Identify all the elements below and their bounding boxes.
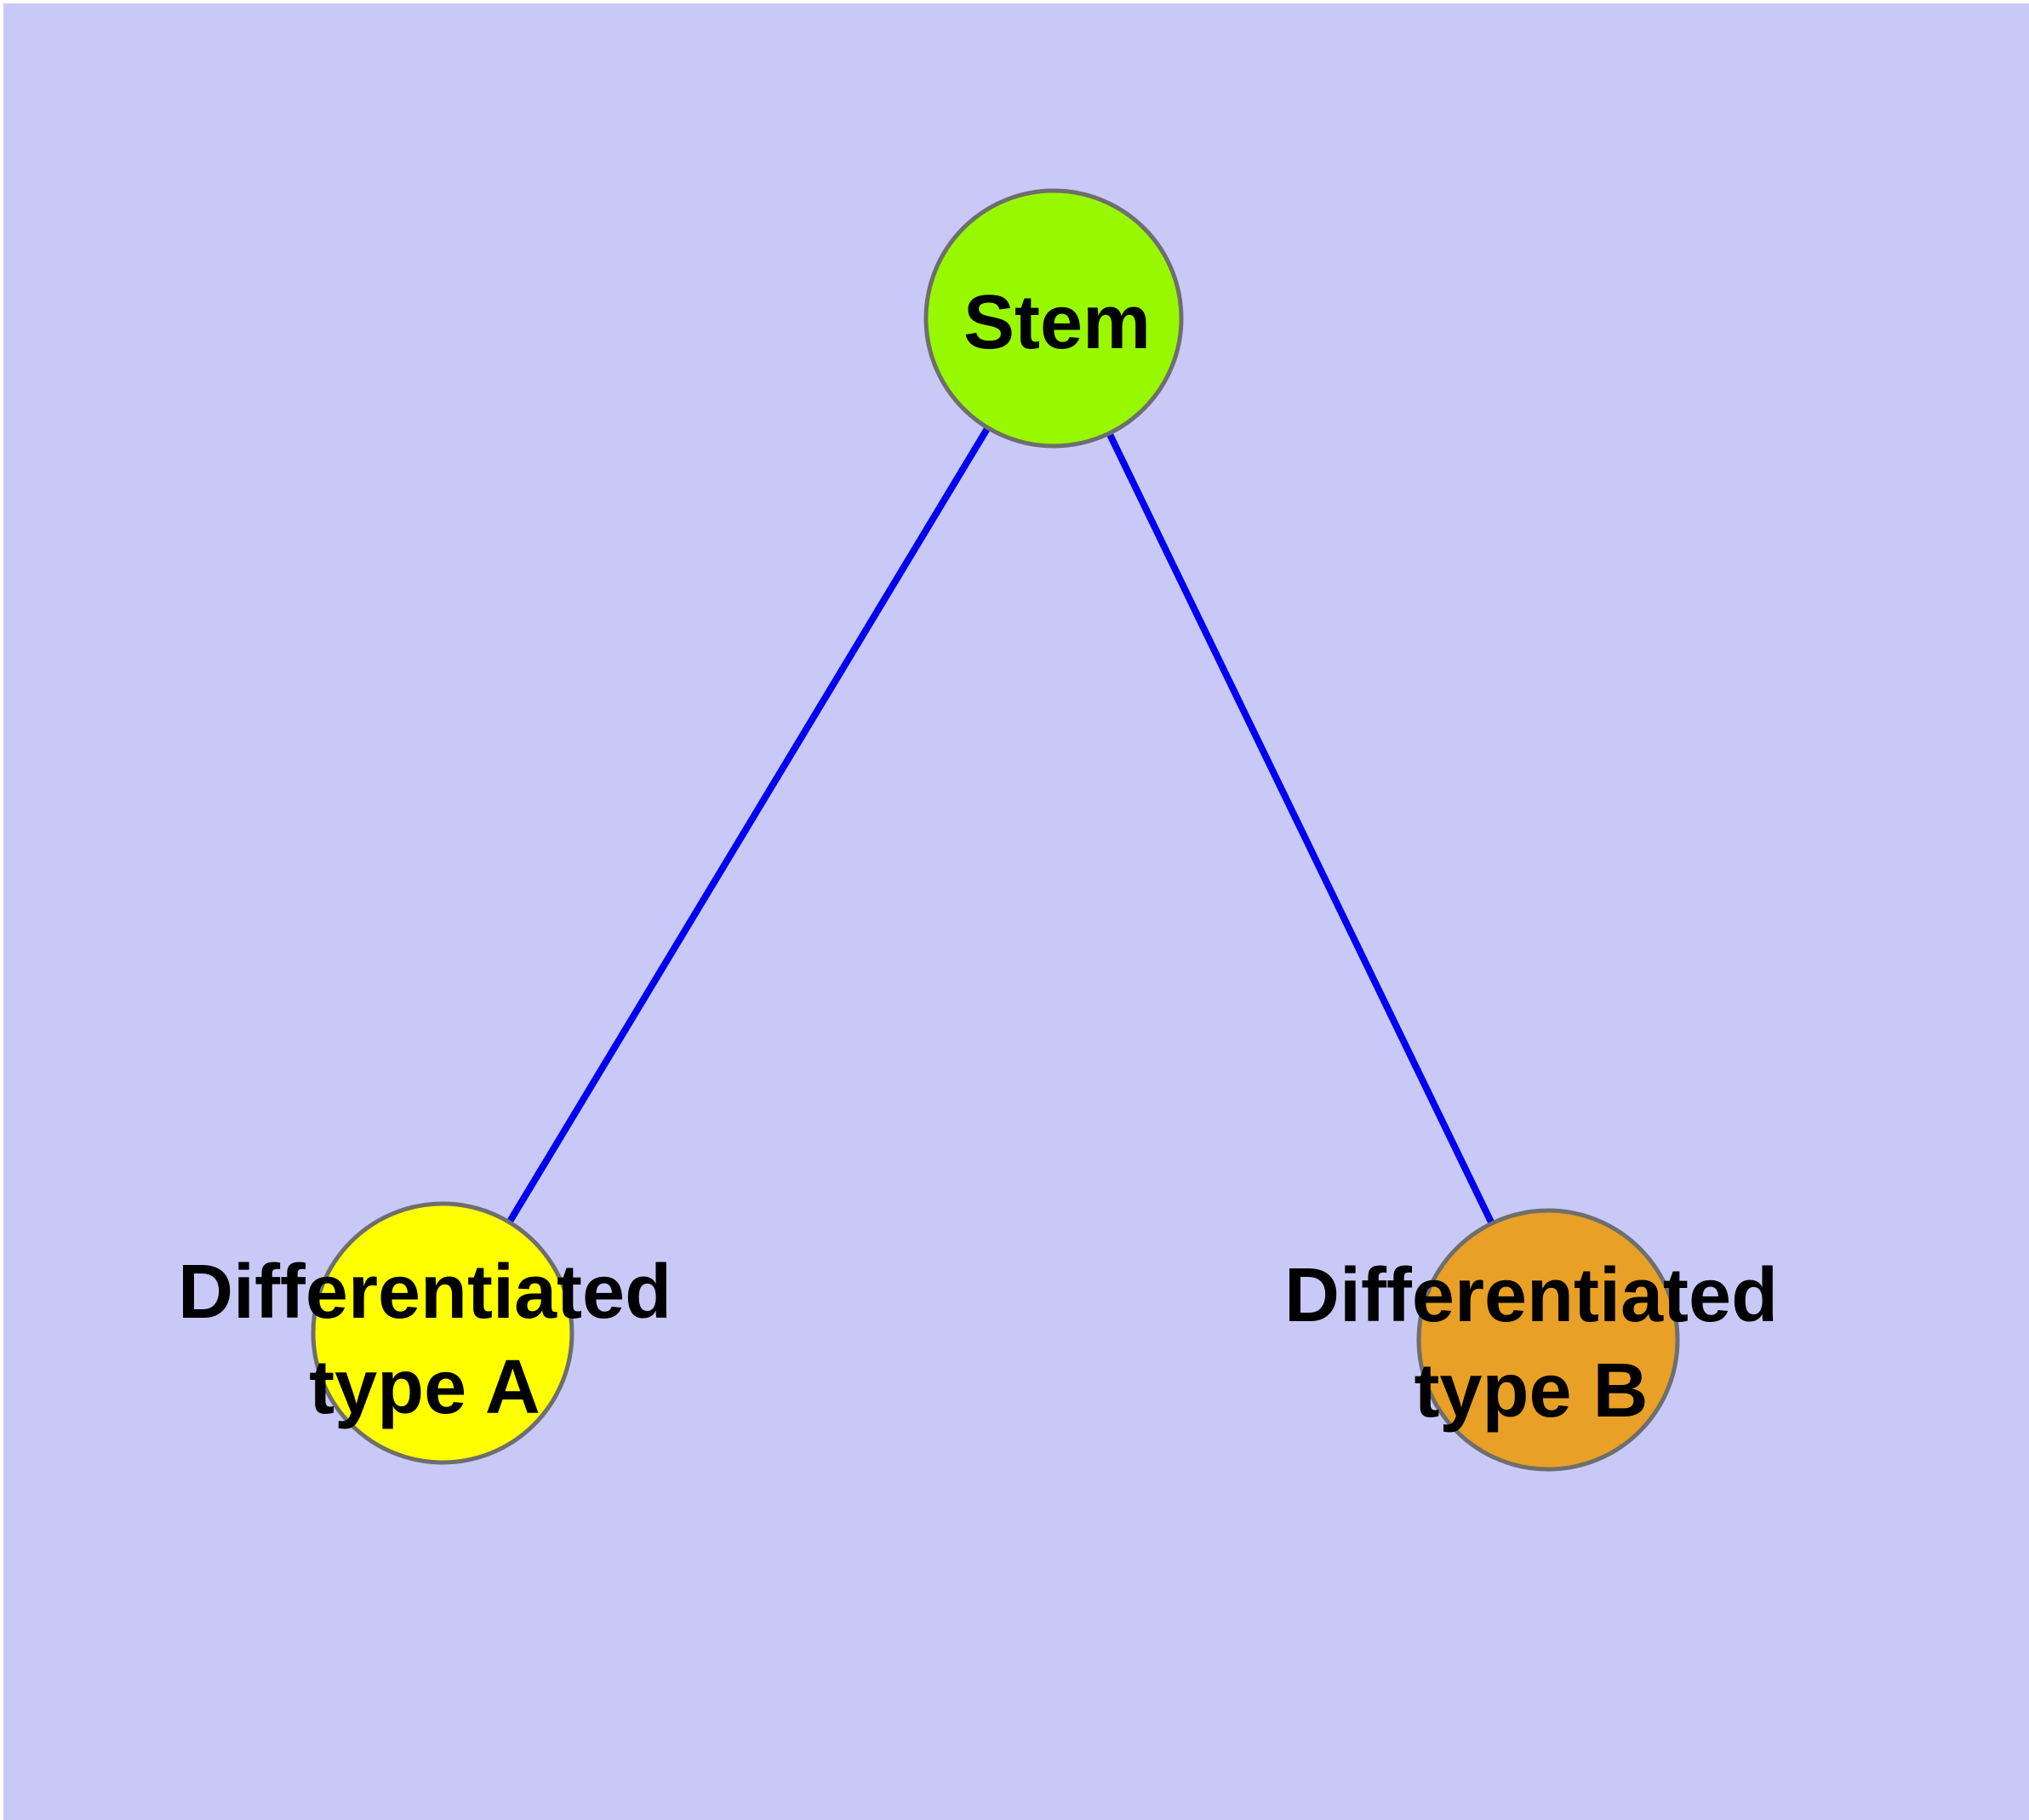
node-type-a-label-line1: Differentiated bbox=[177, 1250, 672, 1335]
node-stem-label: Stem bbox=[963, 275, 1151, 370]
edge-stem-to-type-a bbox=[439, 316, 1057, 1336]
node-type-b-label-line1: Differentiated bbox=[1283, 1253, 1779, 1338]
node-type-a-label-line2: type A bbox=[309, 1345, 540, 1430]
node-stem-label-text: Stem bbox=[963, 280, 1152, 365]
node-type-b-label-line2: type B bbox=[1414, 1348, 1649, 1434]
graph-svg bbox=[311, 188, 1680, 1472]
node-type-a-label: Differentiated type A bbox=[178, 1245, 672, 1435]
node-type-b-label: Differentiated type B bbox=[1284, 1248, 1778, 1439]
node-stem-circle bbox=[923, 188, 1184, 449]
diagram-canvas: Stem Differentiated type A Differentiate… bbox=[3, 3, 2029, 1820]
edge-stem-to-type-b bbox=[1050, 317, 1552, 1342]
node-type-b-circle bbox=[1416, 1208, 1680, 1472]
node-type-a-circle bbox=[311, 1201, 574, 1465]
